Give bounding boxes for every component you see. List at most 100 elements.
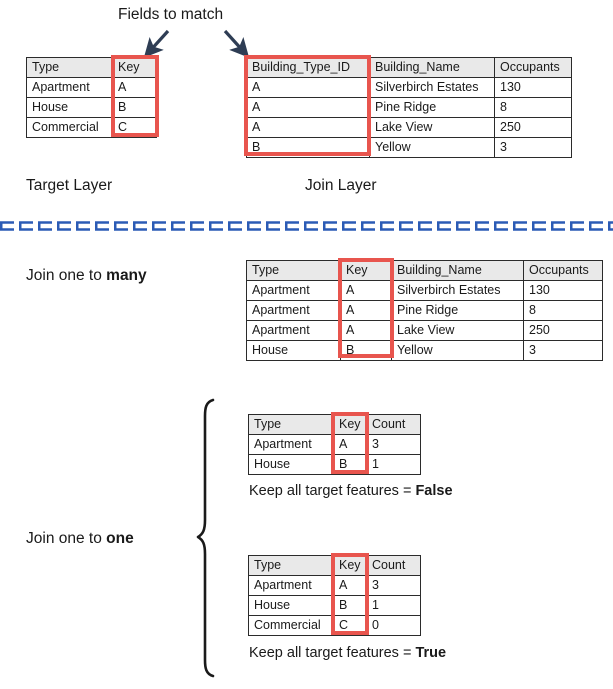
- join-one-to-many-emphasis: many: [106, 267, 147, 284]
- cell-key: C: [333, 615, 367, 636]
- cell-key: A: [333, 575, 367, 596]
- keep-all-true-value: True: [415, 645, 447, 661]
- cell-type: Apartment: [246, 300, 341, 321]
- table-row: House B: [26, 97, 157, 118]
- table-header-row: Building_Type_ID Building_Name Occupants: [246, 57, 572, 78]
- join-one-to-one-label: Join one to one: [26, 530, 134, 549]
- cell-occupants: 130: [523, 280, 603, 301]
- keep-all-false-label: Keep all target features = False: [249, 483, 453, 500]
- keep-all-true-label: Keep all target features = True: [249, 645, 446, 662]
- cell-key: B: [333, 454, 367, 475]
- join-one-to-many-prefix: Join one to: [26, 267, 107, 284]
- one-to-many-result-table: Type Key Building_Name Occupants Apartme…: [246, 260, 603, 361]
- cell-building-name: Lake View: [369, 117, 495, 138]
- cell-type: Apartment: [26, 77, 113, 98]
- cell-occupants: 3: [523, 340, 603, 361]
- table-row: Apartment A 3: [248, 434, 421, 455]
- column-header: Key: [333, 414, 367, 435]
- cell-type: Apartment: [246, 280, 341, 301]
- cell-type: Apartment: [248, 575, 334, 596]
- cell-building-name: Pine Ridge: [369, 97, 495, 118]
- cell-key: A: [340, 300, 392, 321]
- cell-type: House: [26, 97, 113, 118]
- cell-building-name: Silverbirch Estates: [369, 77, 495, 98]
- table-row: Apartment A Silverbirch Estates 130: [246, 280, 603, 301]
- cell-building-type-id: A: [246, 77, 370, 98]
- column-header: Key: [333, 555, 367, 576]
- cell-count: 3: [366, 575, 421, 596]
- cell-occupants: 8: [523, 300, 603, 321]
- table-header-row: Type Key: [26, 57, 157, 78]
- cell-occupants: 130: [494, 77, 572, 98]
- table-row: A Pine Ridge 8: [246, 97, 572, 118]
- cell-key: B: [333, 595, 367, 616]
- column-header: Occupants: [494, 57, 572, 78]
- cell-count: 0: [366, 615, 421, 636]
- table-header-row: Type Key Count: [248, 414, 421, 435]
- table-row: House B 1: [248, 595, 421, 616]
- cell-occupants: 250: [523, 320, 603, 341]
- cell-building-name: Silverbirch Estates: [391, 280, 524, 301]
- keep-all-true-prefix: Keep all target features =: [249, 645, 416, 661]
- one-to-one-false-result-table: Type Key Count Apartment A 3 House B 1: [248, 414, 421, 475]
- keep-all-false-prefix: Keep all target features =: [249, 483, 416, 499]
- one-to-one-true-result-table: Type Key Count Apartment A 3 House B 1 C…: [248, 555, 421, 636]
- cell-count: 1: [366, 454, 421, 475]
- table-row: Commercial C 0: [248, 615, 421, 636]
- column-header: Occupants: [523, 260, 603, 281]
- table-header-row: Type Key Building_Name Occupants: [246, 260, 603, 281]
- arrow-down-right-icon: [223, 29, 250, 58]
- cell-key: A: [112, 77, 157, 98]
- cell-building-name: Yellow: [369, 137, 495, 158]
- join-layer-table: Building_Type_ID Building_Name Occupants…: [246, 57, 572, 158]
- fields-to-match-label: Fields to match: [118, 6, 224, 23]
- cell-occupants: 3: [494, 137, 572, 158]
- join-one-to-one-prefix: Join one to: [26, 530, 107, 547]
- column-header: Building_Name: [369, 57, 495, 78]
- table-row: House B 1: [248, 454, 421, 475]
- cell-key: A: [333, 434, 367, 455]
- arrow-down-left-icon: [143, 29, 170, 58]
- column-header: Type: [248, 414, 334, 435]
- cell-type: House: [248, 595, 334, 616]
- cell-type: Commercial: [26, 117, 113, 138]
- cell-building-type-id: B: [246, 137, 370, 158]
- table-row: Apartment A 3: [248, 575, 421, 596]
- cell-count: 1: [366, 595, 421, 616]
- cell-building-name: Lake View: [391, 320, 524, 341]
- cell-building-type-id: A: [246, 97, 370, 118]
- table-header-row: Type Key Count: [248, 555, 421, 576]
- column-header: Count: [366, 555, 421, 576]
- target-layer-caption: Target Layer: [26, 177, 113, 194]
- join-layer-caption: Join Layer: [305, 177, 377, 194]
- cell-occupants: 8: [494, 97, 572, 118]
- column-header: Type: [246, 260, 341, 281]
- table-row: Commercial C: [26, 117, 157, 138]
- column-header: Key: [340, 260, 392, 281]
- cell-type: Commercial: [248, 615, 334, 636]
- column-header: Building_Type_ID: [246, 57, 370, 78]
- join-one-to-many-label: Join one to many: [26, 267, 147, 286]
- table-row: Apartment A Pine Ridge 8: [246, 300, 603, 321]
- table-row: House B Yellow 3: [246, 340, 603, 361]
- table-row: A Lake View 250: [246, 117, 572, 138]
- cell-building-name: Yellow: [391, 340, 524, 361]
- table-row: Apartment A: [26, 77, 157, 98]
- column-header: Key: [112, 57, 157, 78]
- table-row: Apartment A Lake View 250: [246, 320, 603, 341]
- cell-occupants: 250: [494, 117, 572, 138]
- curly-brace-icon: [196, 398, 215, 678]
- target-layer-table: Type Key Apartment A House B Commercial …: [26, 57, 157, 138]
- cell-type: Apartment: [246, 320, 341, 341]
- column-header: Count: [366, 414, 421, 435]
- cell-key: B: [340, 340, 392, 361]
- cell-key: B: [112, 97, 157, 118]
- cell-type: House: [246, 340, 341, 361]
- column-header: Building_Name: [391, 260, 524, 281]
- cell-type: House: [248, 454, 334, 475]
- keep-all-false-value: False: [415, 483, 453, 499]
- cell-key: A: [340, 280, 392, 301]
- cell-key: A: [340, 320, 392, 341]
- cell-count: 3: [366, 434, 421, 455]
